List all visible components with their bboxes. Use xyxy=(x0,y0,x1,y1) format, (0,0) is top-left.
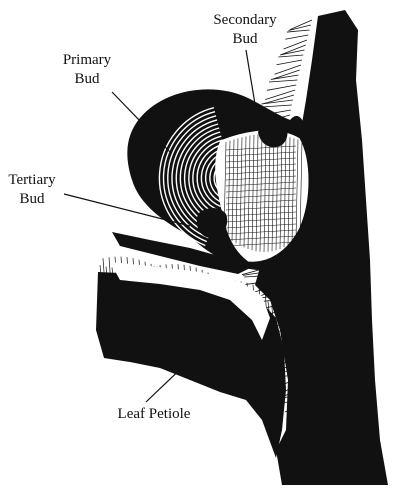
leaf-petiole-label: Leaf Petiole xyxy=(104,405,204,424)
primary-bud-label: Primary Bud xyxy=(52,51,122,89)
secondary-bud-label: Secondary Bud xyxy=(205,11,285,49)
secondary-bud-label-line2: Bud xyxy=(205,30,285,49)
tertiary-bud-label-line2: Bud xyxy=(1,190,63,209)
secondary-bud-label-line1: Secondary xyxy=(205,11,285,30)
tertiary-bud-label: Tertiary Bud xyxy=(1,171,63,209)
tertiary-bud-label-line1: Tertiary xyxy=(1,171,63,190)
primary-bud-label-line2: Bud xyxy=(52,70,122,89)
primary-bud-label-line1: Primary xyxy=(52,51,122,70)
